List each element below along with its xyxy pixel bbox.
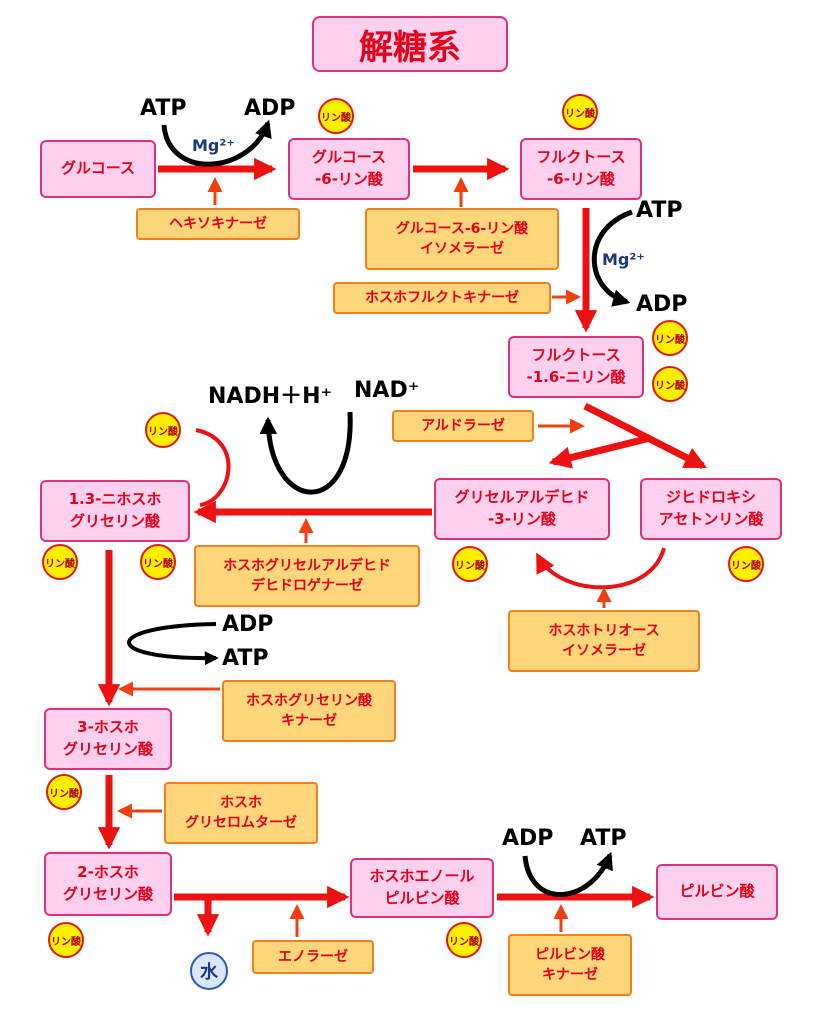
magnesium-label: Mg²⁺: [192, 136, 235, 155]
enzyme-pyruvate-kinase: ピルビン酸 キナーゼ: [508, 934, 632, 996]
phosphate-badge: リン酸: [728, 546, 764, 582]
phosphate-badge: リン酸: [145, 412, 181, 448]
atp-label: ATP: [222, 646, 269, 671]
curve-pgk-adp: [127, 622, 219, 666]
water-badge: 水: [190, 952, 228, 990]
phosphate-badge: リン酸: [318, 98, 354, 134]
compound-3-phosphoglycerate: 3-ホスホ グリセリン酸: [44, 708, 172, 770]
curve-pfk-atp: [591, 209, 633, 307]
enzyme-triosephosphate-isomerase: ホスホトリオース イソメラーゼ: [508, 610, 700, 672]
compound-2-phosphoglycerate: 2-ホスホ グリセリン酸: [44, 852, 172, 916]
compound-glucose-6-phosphate: グルコース -6-リン酸: [288, 138, 410, 200]
enzyme-glucose-6-phosphate-isomerase: グルコース-6-リン酸 イソメラーゼ: [365, 208, 559, 270]
adp-label: ADP: [244, 96, 296, 121]
magnesium-label: Mg²⁺: [602, 250, 645, 269]
enzyme-phosphoglycerate-kinase: ホスホグリセリン酸 キナーゼ: [222, 680, 396, 742]
compound-1-3-bisphosphoglycerate: 1.3-ニホスホ グリセリン酸: [40, 480, 190, 542]
enzyme-hexokinase: ヘキソキナーゼ: [136, 208, 300, 240]
phosphate-badge: リン酸: [652, 366, 688, 402]
compound-pyruvate: ピルビン酸: [656, 864, 778, 920]
phosphate-badge: リン酸: [48, 922, 84, 958]
adp-label: ADP: [636, 292, 688, 317]
compound-fructose-1-6-bisphosphate: フルクトース -1.6-ニリン酸: [508, 336, 644, 398]
enzyme-phosphoglycerate-mutase: ホスホ グリセロムターゼ: [164, 782, 318, 844]
phosphate-badge: リン酸: [42, 544, 78, 580]
atp-label: ATP: [636, 198, 683, 223]
page-title: 解糖系: [312, 16, 508, 72]
phosphate-badge: リン酸: [452, 546, 488, 582]
phosphate-badge: リン酸: [446, 922, 482, 958]
compound-phosphoenolpyruvate: ホスホエノール ピルビン酸: [350, 858, 494, 918]
atp-label: ATP: [140, 96, 187, 121]
nadh-label: NADH＋H⁺: [208, 384, 333, 409]
adp-label: ADP: [222, 612, 274, 637]
curve-pk-adp: [522, 851, 613, 897]
phosphate-badge: リン酸: [46, 774, 82, 810]
arrow-tpi-curve: [536, 547, 666, 590]
curve-gapdh-nad: [259, 411, 353, 495]
curve-hexokinase-atp: [161, 119, 272, 167]
compound-dihydroxyacetone-phosphate: ジヒドロキシ アセトンリン酸: [640, 478, 782, 540]
enzyme-gapdh: ホスホグリセルアルデヒド デヒドロゲナーゼ: [194, 545, 420, 607]
phosphate-badge: リン酸: [562, 94, 598, 130]
enzyme-aldolase: アルドラーゼ: [392, 410, 534, 442]
arrow-phosphate-in: [195, 428, 231, 507]
atp-label: ATP: [580, 826, 627, 851]
phosphate-badge: リン酸: [652, 320, 688, 356]
nad-label: NAD⁺: [354, 378, 420, 403]
arrow-aldolase-gap: [548, 434, 651, 469]
compound-glucose: グルコース: [40, 140, 156, 198]
enzyme-phosphofructokinase: ホスホフルクトキナーゼ: [333, 282, 551, 314]
compound-fructose-6-phosphate: フルクトース -6-リン酸: [520, 138, 642, 200]
phosphate-badge: リン酸: [140, 544, 176, 580]
compound-glyceraldehyde-3-phosphate: グリセルアルデヒド -3-リン酸: [434, 478, 610, 540]
adp-label: ADP: [502, 826, 554, 851]
enzyme-enolase: エノラーゼ: [252, 940, 374, 974]
